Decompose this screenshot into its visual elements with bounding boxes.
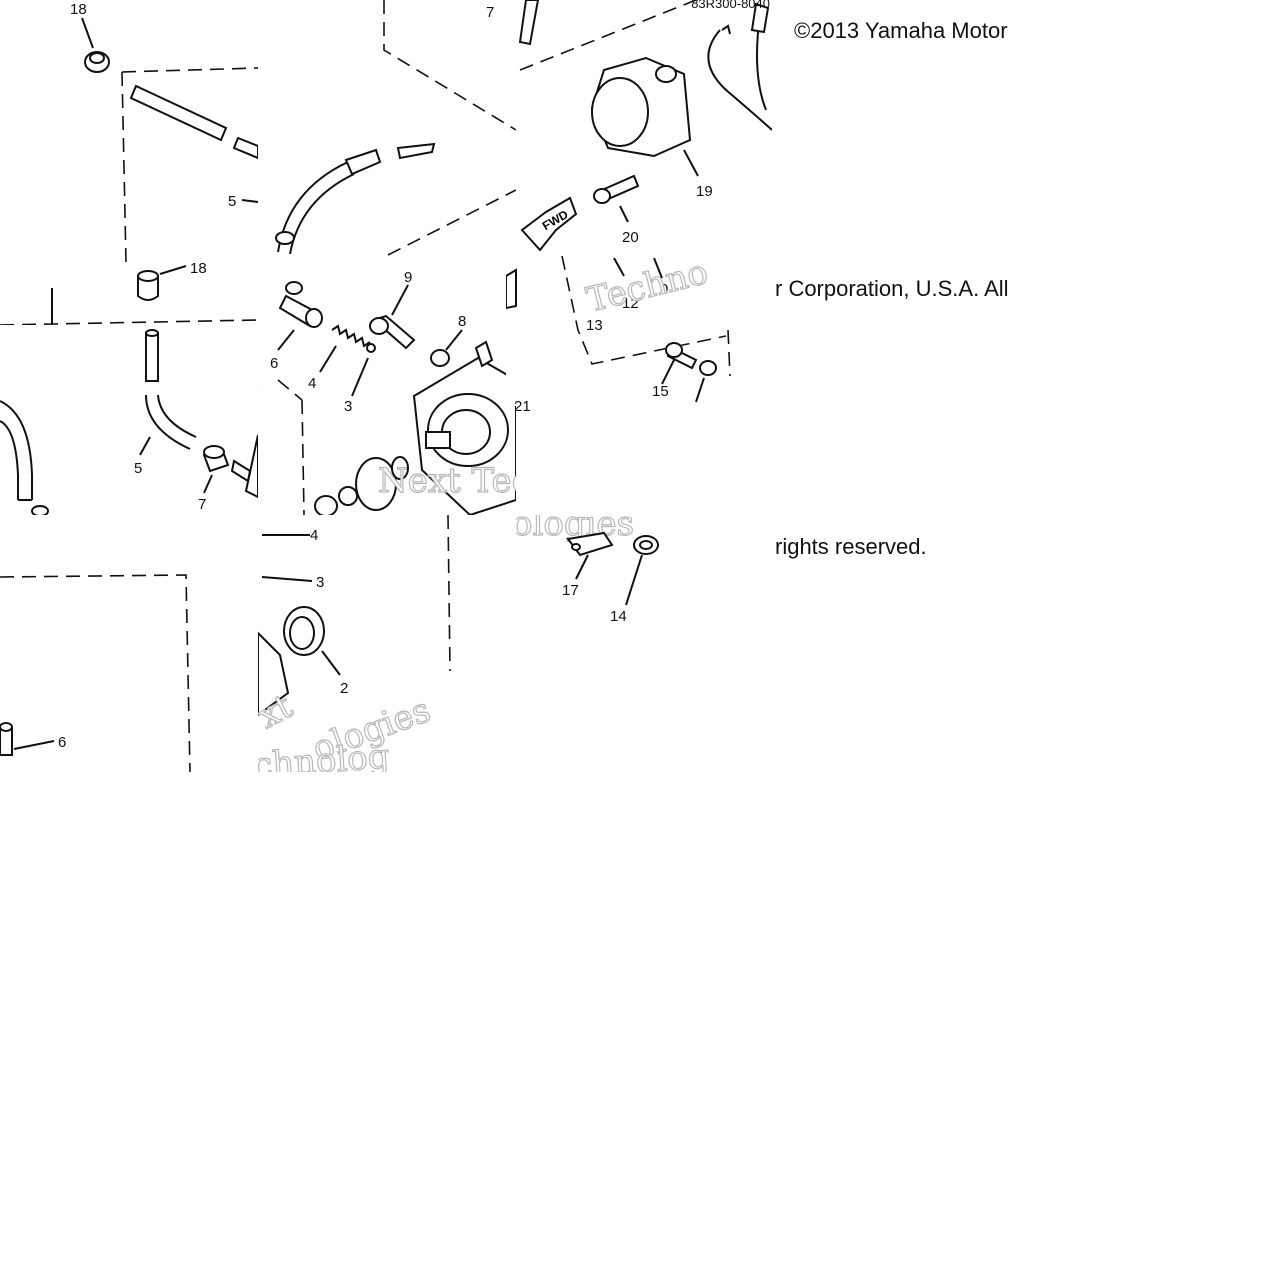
copyright-line-3: rights reserved. [775, 534, 927, 559]
diagram-tile-top-left: 18 18 5 [0, 0, 258, 325]
cap-part [84, 51, 110, 73]
callout-label: 21 [514, 398, 531, 415]
callout-label: 7 [198, 496, 206, 513]
callout-label: 6 [270, 355, 278, 372]
diagram-tile-top-right: 19 20 FWD 83R300-8040 [516, 0, 772, 258]
diagram-tile-mid-right: 12 0 13 15 16 Techno [506, 256, 772, 406]
callout-label: 13 [586, 317, 603, 334]
callout-label: 3 [316, 574, 324, 591]
bracket-part [506, 268, 517, 310]
hose-part [275, 142, 436, 255]
bolt-part [665, 342, 698, 370]
gear-case-part [590, 56, 692, 158]
fitting-part [278, 281, 323, 328]
diagram-code: 83R300-8040 [691, 0, 770, 11]
watermark-text: Next Tec [378, 461, 516, 501]
copyright-line-1: ©2013 Yamaha Motor [794, 18, 1008, 43]
bolt-part [593, 174, 640, 204]
housing-part [258, 631, 290, 717]
callout-label: 6 [58, 734, 66, 751]
watermark-text: Techno [583, 256, 712, 321]
washer-part [699, 360, 717, 376]
gasket-part [566, 531, 614, 557]
watermark-text: chnolog [258, 737, 391, 772]
copyright-line-2: r Corporation, U.S.A. All [775, 276, 1009, 301]
callout-label: 5 [134, 460, 142, 477]
seal-part [283, 606, 325, 656]
callout-label: 17 [562, 582, 579, 599]
callout-label: 8 [458, 313, 466, 330]
callout-label: 19 [696, 183, 713, 200]
diagram-tile-bottom-left: 6 [0, 515, 258, 772]
washer-part [430, 349, 450, 367]
callout-label: 18 [70, 1, 87, 18]
callout-label: 4 [308, 375, 316, 392]
cap-part [137, 270, 159, 301]
plug-part [0, 722, 13, 756]
callout-label: 12 [622, 295, 639, 312]
pump-body [412, 340, 516, 515]
hose-part [145, 329, 197, 450]
callout-label: 9 [404, 269, 412, 286]
hose-part [129, 84, 258, 160]
callout-label: 3 [344, 398, 352, 415]
diagram-tile-top-center: Next Tec 5 9 8 6 4 3 [258, 0, 516, 515]
callout-label: 16 [684, 403, 701, 406]
callout-label: 7 [486, 4, 495, 21]
diaphragm-part [314, 456, 409, 515]
bolt-part [369, 314, 416, 350]
callout-label: 20 [622, 229, 639, 246]
fitting-part [202, 434, 258, 499]
callout-label: 4 [310, 527, 318, 544]
washer-part [633, 535, 659, 555]
diagram-tile-mid-left: 5 7 [0, 325, 258, 515]
diagram-tile-bottom-center: 4 3 2 xt ologies chnolog [258, 515, 451, 772]
callout-label: 5 [228, 193, 236, 210]
diagram-tile-bottom-right: ologies 17 14 [516, 515, 772, 623]
callout-label: 15 [652, 383, 669, 400]
forward-arrow-icon: FWD [520, 196, 578, 252]
callout-label: 14 [610, 608, 627, 623]
watermark-text: ologies [516, 515, 634, 544]
callout-label: 0 [660, 281, 668, 298]
hose-part [0, 400, 49, 515]
spring-part [331, 324, 376, 353]
callout-label: 2 [340, 680, 348, 697]
cable-part [707, 2, 772, 131]
hose-part [518, 0, 540, 46]
callout-label: 18 [190, 260, 207, 277]
